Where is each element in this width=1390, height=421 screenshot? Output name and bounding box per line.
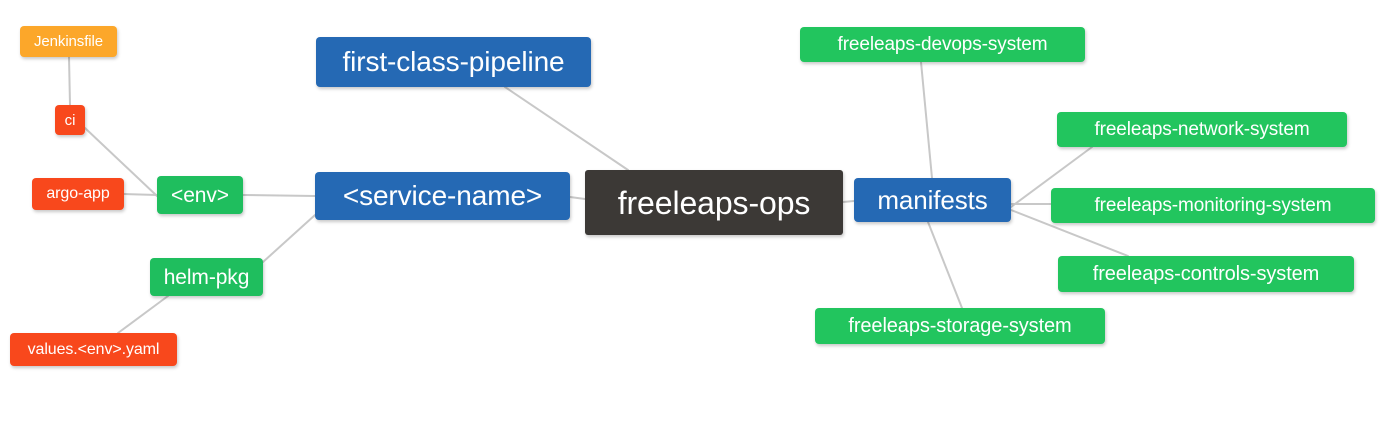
node-first-class-pipeline[interactable]: first-class-pipeline xyxy=(316,37,591,87)
edge-argo-app-to-env xyxy=(123,193,158,196)
node-argo-app[interactable]: argo-app xyxy=(32,178,124,210)
node-label: argo-app xyxy=(46,185,110,202)
node-ci[interactable]: ci xyxy=(55,105,85,135)
edge-env-to-service-name xyxy=(242,194,316,197)
node-helm-pkg[interactable]: helm-pkg xyxy=(150,258,263,296)
node-service-name[interactable]: <service-name> xyxy=(315,172,570,220)
edge-service-name-to-helm-pkg xyxy=(262,214,316,263)
node-label: values.<env>.yaml xyxy=(27,340,160,358)
edge-service-name-to-freeleaps-ops xyxy=(569,196,586,200)
node-values-yaml[interactable]: values.<env>.yaml xyxy=(10,333,177,366)
node-label: manifests xyxy=(877,185,988,215)
node-jenkinsfile[interactable]: Jenkinsfile xyxy=(20,26,117,57)
edge-manifests-to-freeleaps-storage-system xyxy=(927,221,963,309)
node-env[interactable]: <env> xyxy=(157,176,243,214)
node-manifests[interactable]: manifests xyxy=(854,178,1011,222)
node-label: freeleaps-controls-system xyxy=(1092,263,1320,285)
edge-first-class-pipeline-to-freeleaps-ops xyxy=(504,86,629,171)
node-label: freeleaps-storage-system xyxy=(848,315,1072,337)
node-label: freeleaps-monitoring-system xyxy=(1094,195,1332,216)
node-label: Jenkinsfile xyxy=(34,33,103,50)
edge-jenkinsfile-to-ci xyxy=(68,56,71,106)
node-label: <service-name> xyxy=(342,180,543,211)
node-label: freeleaps-devops-system xyxy=(837,34,1048,55)
node-freeleaps-devops-system[interactable]: freeleaps-devops-system xyxy=(800,27,1085,62)
node-freeleaps-storage-system[interactable]: freeleaps-storage-system xyxy=(815,308,1105,344)
edge-freeleaps-ops-to-manifests xyxy=(842,200,855,203)
node-label: helm-pkg xyxy=(163,265,250,289)
node-freeleaps-network-system[interactable]: freeleaps-network-system xyxy=(1057,112,1347,147)
node-freeleaps-ops[interactable]: freeleaps-ops xyxy=(585,170,843,235)
node-freeleaps-monitoring-system[interactable]: freeleaps-monitoring-system xyxy=(1051,188,1375,223)
node-label: freeleaps-ops xyxy=(617,184,811,221)
edge-manifests-to-freeleaps-devops-system xyxy=(920,61,933,179)
node-label: <env> xyxy=(171,183,229,207)
node-label: ci xyxy=(64,111,76,129)
node-label: first-class-pipeline xyxy=(342,46,565,77)
node-freeleaps-controls-system[interactable]: freeleaps-controls-system xyxy=(1058,256,1354,292)
edge-helm-pkg-to-values-yaml xyxy=(117,295,169,334)
node-label: freeleaps-network-system xyxy=(1094,119,1310,140)
